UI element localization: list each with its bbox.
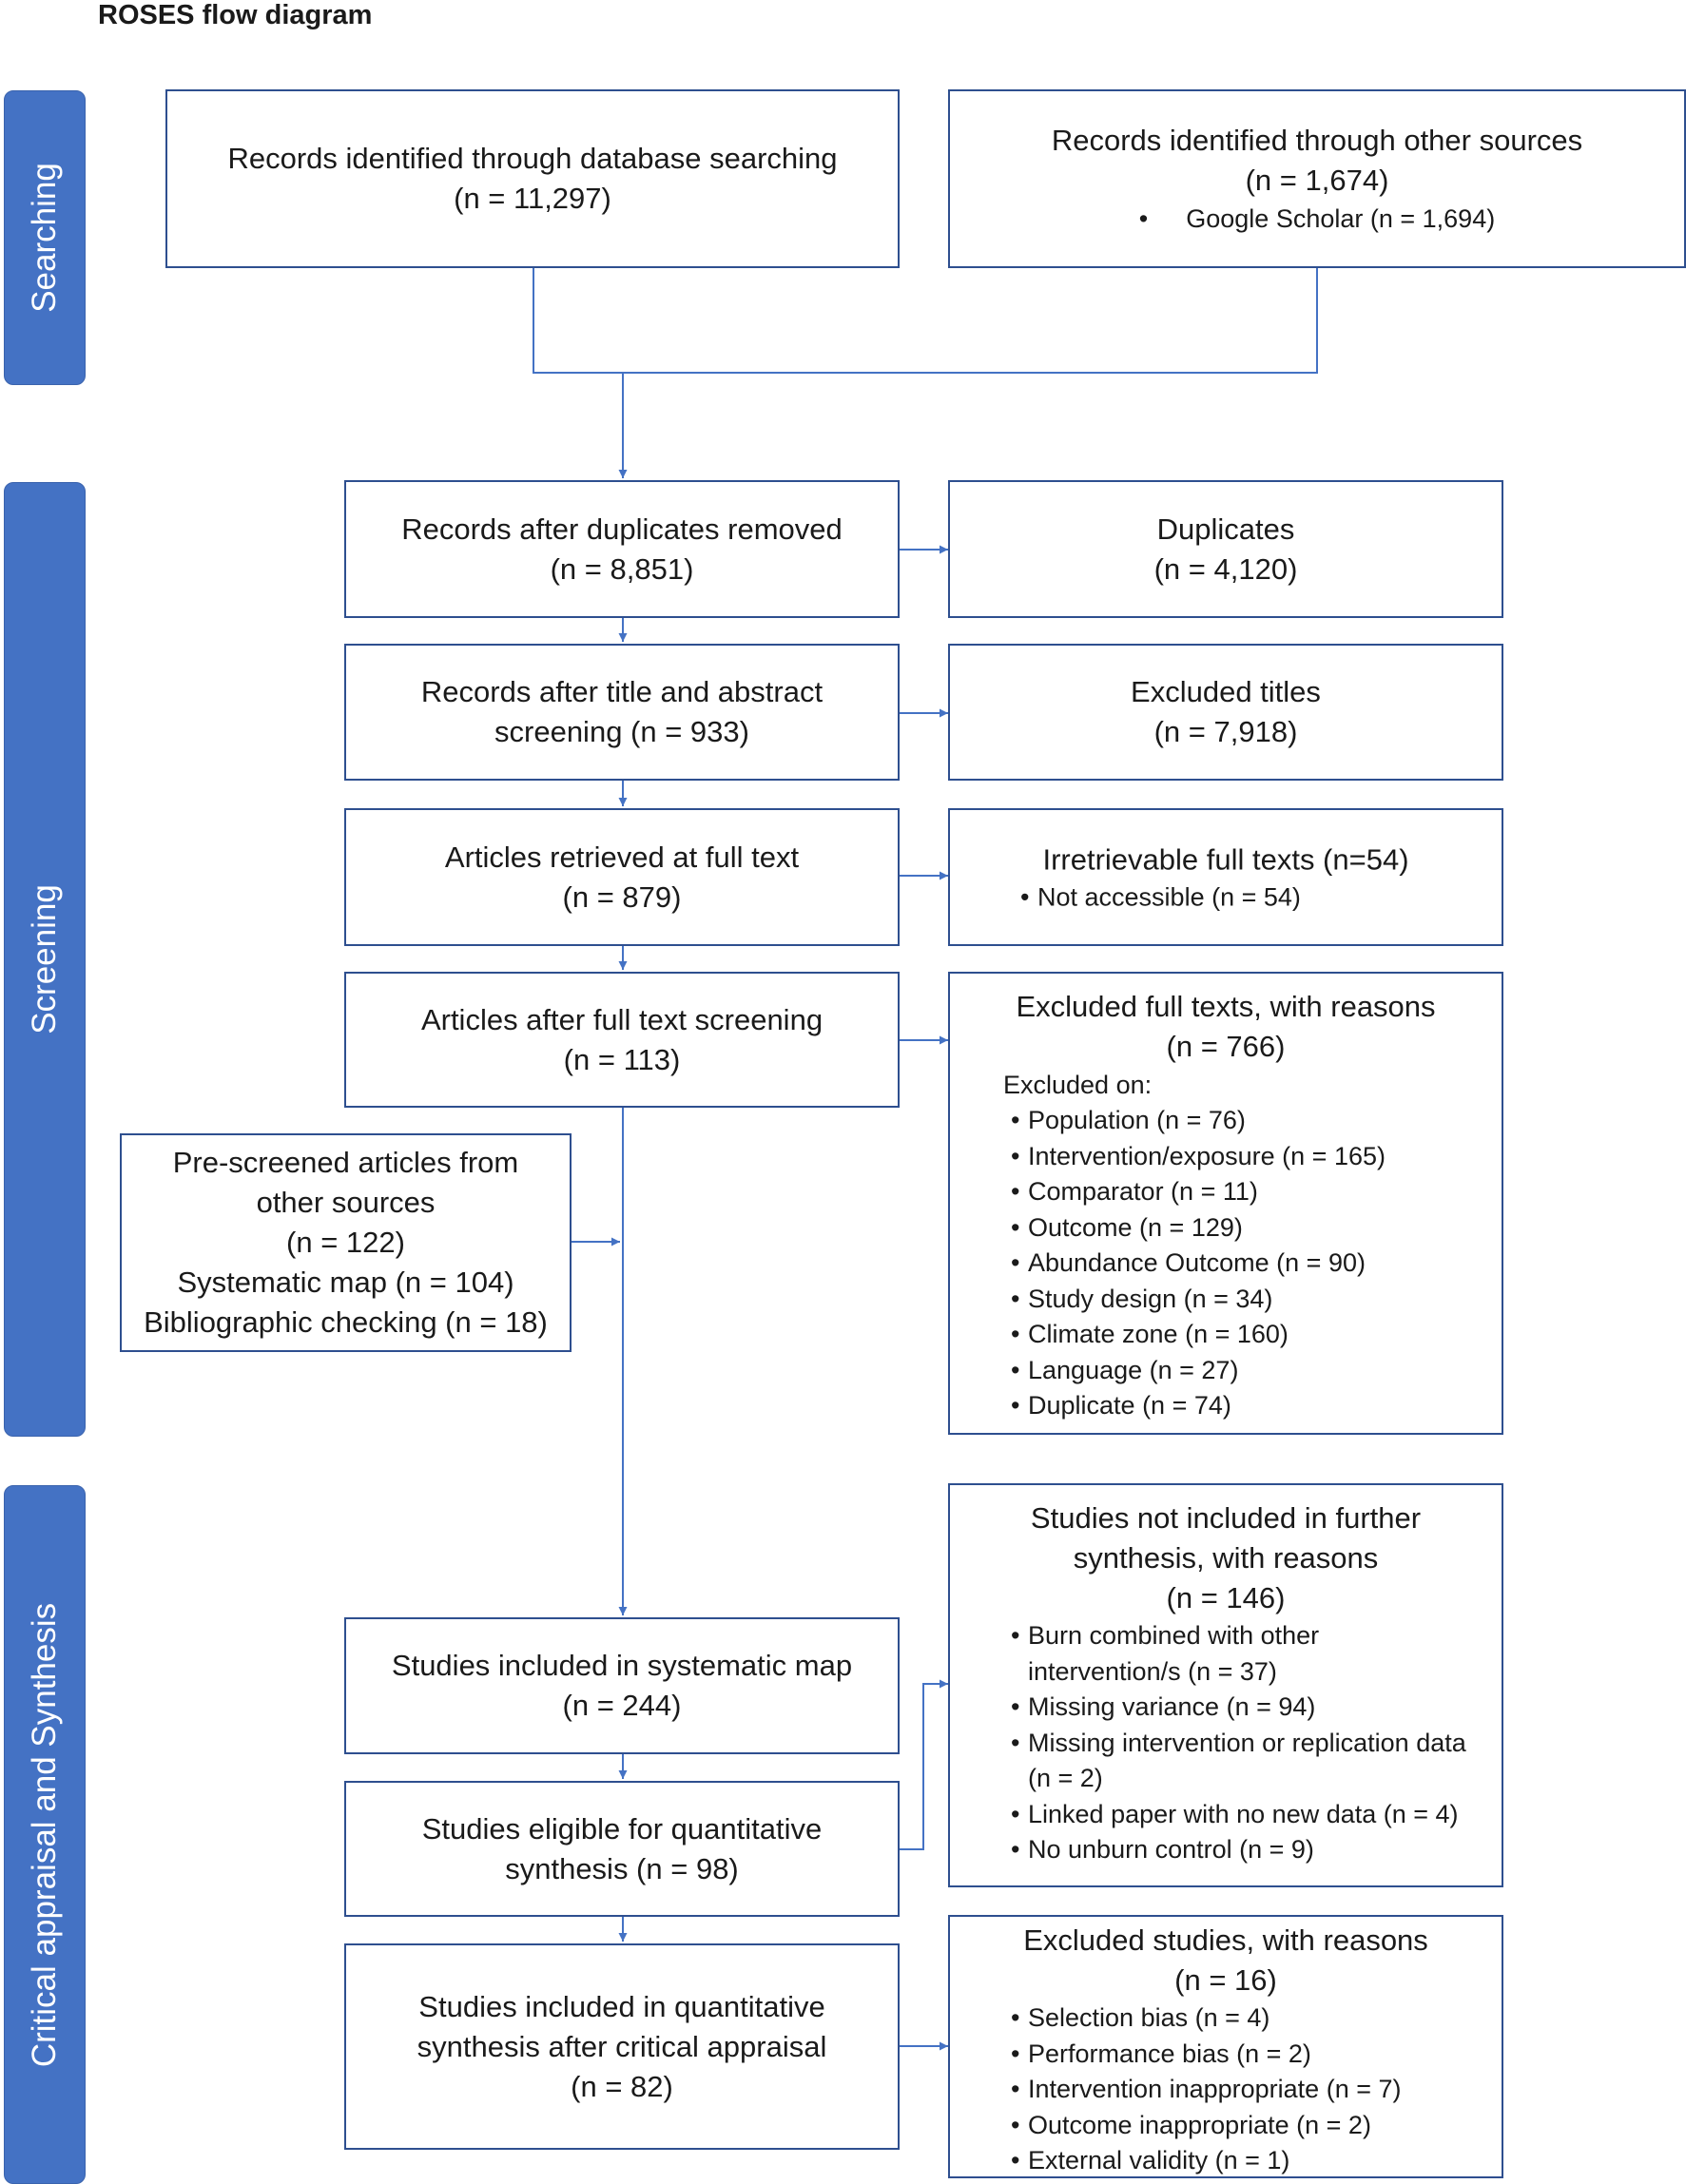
- excluded-study-reason: Selection bias (n = 4): [1007, 2000, 1483, 2037]
- full-text-screened-count: (n = 113): [563, 1042, 681, 1076]
- stage-searching: Searching: [4, 90, 86, 385]
- not-included-label-1: Studies not included in further: [1030, 1501, 1422, 1535]
- box-irretrievable: Irretrievable full texts (n=54) Not acce…: [948, 808, 1503, 946]
- box-title-abstract-screening: Records after title and abstract screeni…: [344, 644, 900, 781]
- systematic-map-label: Studies included in systematic map: [391, 1649, 853, 1682]
- box-not-included: Studies not included in further synthesi…: [948, 1483, 1503, 1887]
- eligible-count: synthesis (n = 98): [505, 1851, 739, 1885]
- excluded-study-reason: Intervention inappropriate (n = 7): [1007, 2072, 1483, 2108]
- excluded-full-texts-label: Excluded full texts, with reasons: [1016, 990, 1436, 1023]
- not-included-reason: Missing variance (n = 94): [1007, 1690, 1473, 1726]
- systematic-map-count: (n = 244): [562, 1689, 682, 1722]
- prescreened-label-1: Pre-screened articles from: [172, 1146, 519, 1179]
- prescreened-label-2: other sources: [256, 1186, 436, 1219]
- not-included-reason: No unburn control (n = 9): [1007, 1832, 1473, 1868]
- excluded-full-text-reason: Intervention/exposure (n = 165): [1007, 1139, 1483, 1175]
- box-other-sources: Records identified through other sources…: [948, 89, 1686, 268]
- retrieved-count: (n = 879): [562, 879, 682, 914]
- excluded-study-reason: External validity (n = 1): [1007, 2143, 1483, 2179]
- db-search-label: Records identified through database sear…: [227, 142, 838, 175]
- not-included-reason: Missing intervention or replication data…: [1007, 1726, 1473, 1797]
- quant-synthesis-count: (n = 82): [571, 2069, 673, 2103]
- box-database-search: Records identified through database sear…: [165, 89, 900, 268]
- retrieved-label: Articles retrieved at full text: [444, 840, 800, 874]
- excluded-full-text-reason: Population (n = 76): [1007, 1103, 1483, 1139]
- excluded-study-reason: Performance bias (n = 2): [1007, 2037, 1483, 2073]
- stage-screening: Screening: [4, 482, 86, 1437]
- excluded-studies-count: (n = 16): [1174, 1963, 1277, 1997]
- other-sources-bullet-text: Google Scholar (n = 1,694): [1186, 204, 1496, 233]
- excluded-full-text-reason: Outcome (n = 129): [1007, 1210, 1483, 1247]
- excluded-titles-count: (n = 7,918): [1153, 715, 1298, 748]
- excluded-on-subhead: Excluded on:: [1003, 1071, 1153, 1099]
- box-excluded-studies: Excluded studies, with reasons (n = 16) …: [948, 1915, 1503, 2178]
- box-after-duplicates: Records after duplicates removed (n = 8,…: [344, 480, 900, 618]
- box-systematic-map: Studies included in systematic map (n = …: [344, 1617, 900, 1754]
- dedup-label: Records after duplicates removed: [401, 512, 843, 546]
- eligible-label: Studies eligible for quantitative: [421, 1811, 823, 1846]
- box-quantitative-synthesis: Studies included in quantitative synthes…: [344, 1943, 900, 2150]
- duplicates-label: Duplicates: [1156, 512, 1295, 546]
- box-duplicates: Duplicates (n = 4,120): [948, 480, 1503, 618]
- excluded-full-text-reason: Language (n = 27): [1007, 1353, 1483, 1389]
- duplicates-count: (n = 4,120): [1153, 551, 1298, 586]
- other-sources-bullet: •Google Scholar (n = 1,694): [1138, 204, 1496, 233]
- db-search-count: (n = 11,297): [454, 182, 611, 215]
- excluded-full-text-reason: Duplicate (n = 74): [1007, 1388, 1483, 1424]
- other-sources-count: (n = 1,674): [1245, 164, 1389, 197]
- box-prescreened-articles: Pre-screened articles from other sources…: [120, 1133, 572, 1352]
- not-included-label-2: synthesis, with reasons: [1073, 1541, 1379, 1575]
- not-included-count: (n = 146): [1166, 1581, 1286, 1614]
- title-abstract-label: Records after title and abstract: [420, 675, 824, 708]
- stage-critical-appraisal-synthesis: Critical appraisal and Synthesis: [4, 1485, 86, 2184]
- full-text-screened-label: Articles after full text screening: [420, 1002, 824, 1036]
- not-included-reason: Burn combined with other intervention/s …: [1007, 1618, 1473, 1690]
- excluded-full-text-reason: Abundance Outcome (n = 90): [1007, 1246, 1483, 1282]
- other-sources-label: Records identified through other sources: [1051, 124, 1583, 157]
- dedup-count: (n = 8,851): [550, 551, 694, 586]
- irretrievable-label: Irretrievable full texts (n=54): [1042, 841, 1409, 876]
- excluded-titles-label: Excluded titles: [1131, 675, 1321, 708]
- quant-synthesis-label-2: synthesis after critical appraisal: [417, 2029, 827, 2063]
- box-excluded-full-texts: Excluded full texts, with reasons (n = 7…: [948, 972, 1503, 1435]
- excluded-full-text-reason: Comparator (n = 11): [1007, 1174, 1483, 1210]
- not-included-reason: Linked paper with no new data (n = 4): [1007, 1797, 1473, 1833]
- box-eligible-quantitative: Studies eligible for quantitative synthe…: [344, 1781, 900, 1917]
- excluded-study-reason: Outcome inappropriate (n = 2): [1007, 2108, 1483, 2144]
- title-abstract-count: screening (n = 933): [494, 715, 749, 748]
- excluded-full-texts-count: (n = 766): [1166, 1030, 1286, 1063]
- prescreened-bibliographic: Bibliographic checking (n = 18): [144, 1305, 548, 1339]
- excluded-full-text-reason: Study design (n = 34): [1007, 1282, 1483, 1318]
- excluded-full-text-reason: Climate zone (n = 160): [1007, 1317, 1483, 1353]
- irretrievable-item: Not accessible (n = 54): [1017, 879, 1483, 916]
- prescreened-systematic-map: Systematic map (n = 104): [177, 1266, 514, 1299]
- excluded-studies-label: Excluded studies, with reasons: [1023, 1923, 1428, 1957]
- diagram-title: ROSES flow diagram: [98, 0, 373, 30]
- box-full-text-screening: Articles after full text screening (n = …: [344, 972, 900, 1108]
- prescreened-count: (n = 122): [286, 1226, 405, 1259]
- quant-synthesis-label-1: Studies included in quantitative: [418, 1989, 825, 2023]
- box-excluded-titles: Excluded titles (n = 7,918): [948, 644, 1503, 781]
- box-retrieved-full-text: Articles retrieved at full text (n = 879…: [344, 808, 900, 946]
